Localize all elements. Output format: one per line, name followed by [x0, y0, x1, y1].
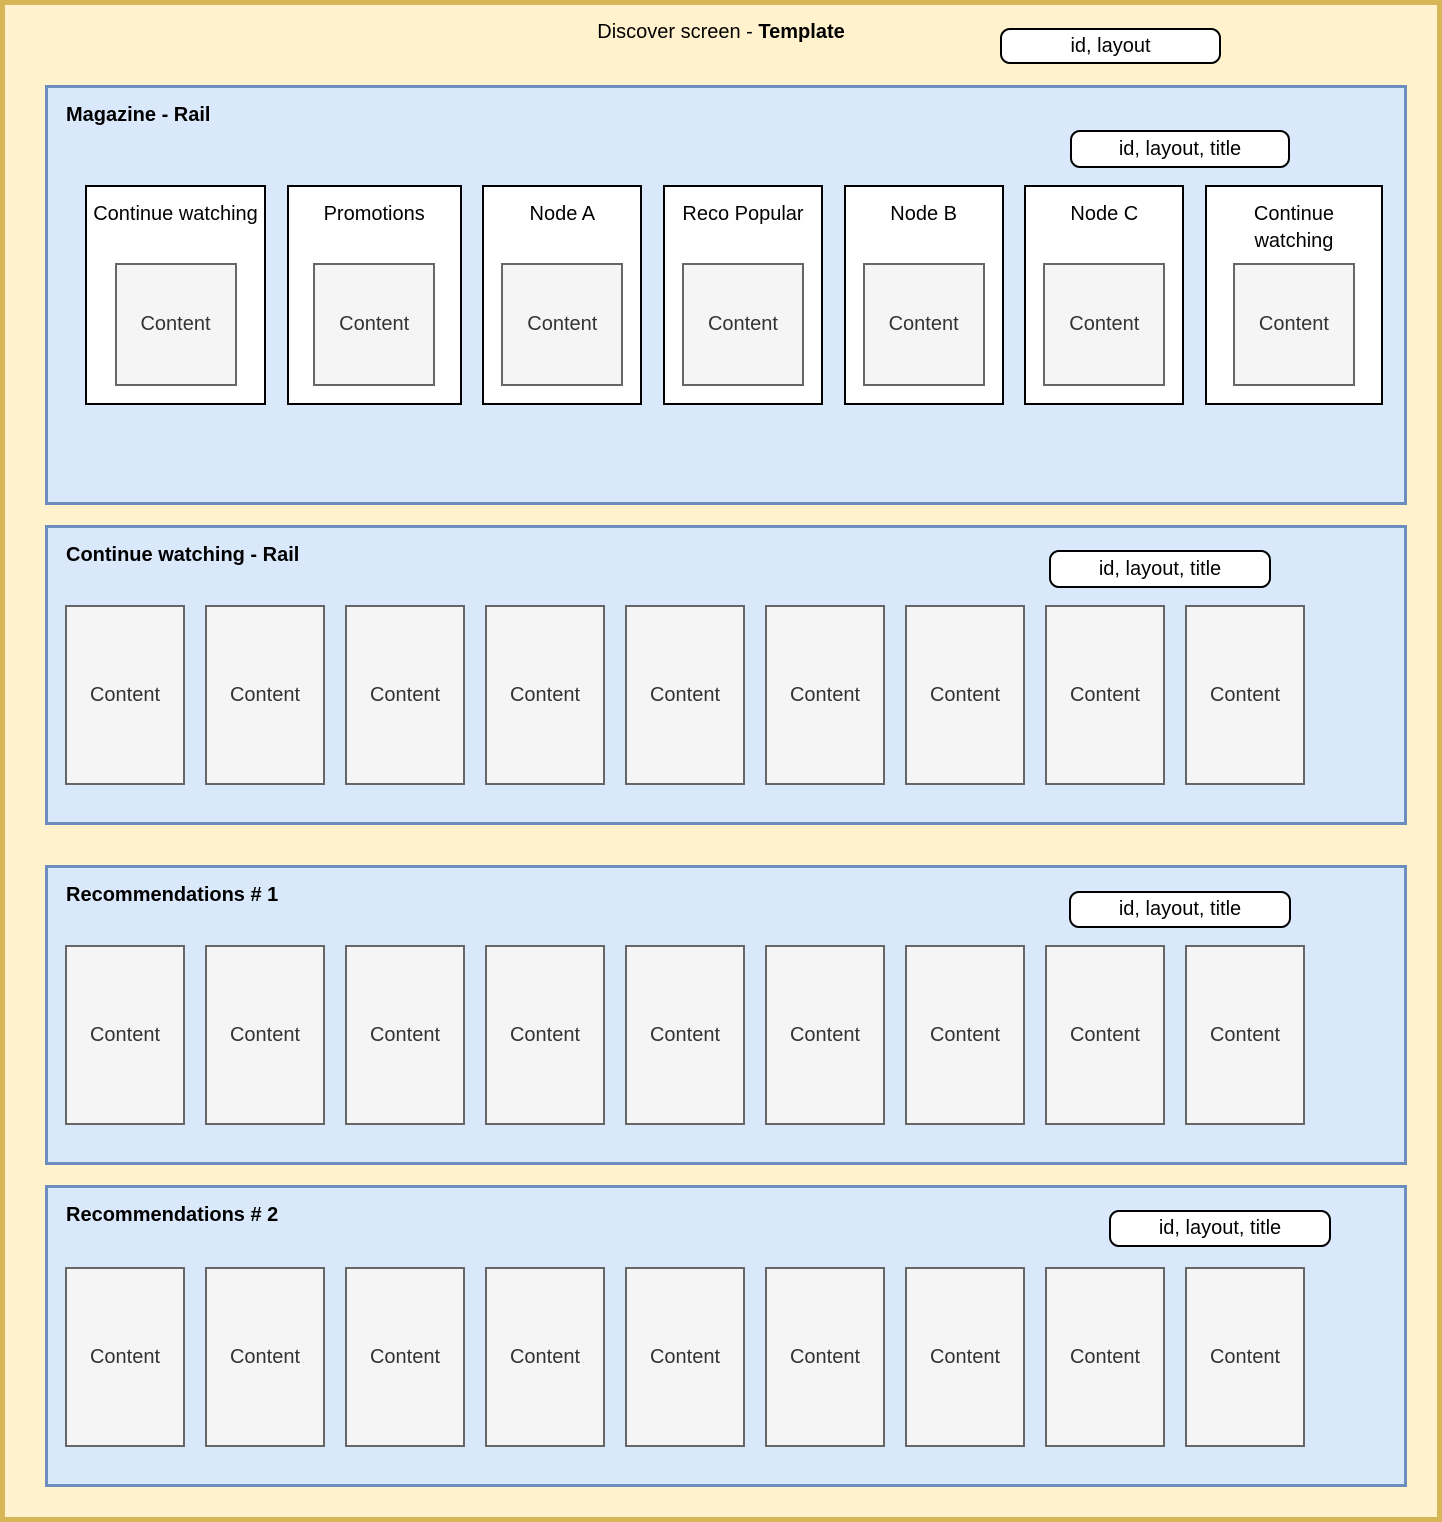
content-placeholder: Content	[205, 945, 325, 1125]
card-title: Reco Popular	[682, 203, 804, 225]
content-placeholder: Content	[681, 263, 804, 386]
content-placeholder: Content	[765, 945, 885, 1125]
content-placeholder: Content	[205, 605, 325, 785]
content-placeholder: Content	[1185, 945, 1305, 1125]
content-placeholder: Content	[625, 945, 745, 1125]
card-title: Node B	[890, 203, 957, 225]
section-title: Recommendations # 1	[66, 884, 279, 906]
section-title: Recommendations # 2	[66, 1204, 279, 1226]
card-title: Continue watching	[1253, 203, 1334, 252]
card-title: Node A	[529, 203, 596, 225]
content-placeholder: Content	[1045, 945, 1165, 1125]
section-recommendations-2: Recommendations # 2 id, layout, title Co…	[45, 1185, 1407, 1487]
header-metadata-pill: id, layout	[1000, 28, 1221, 64]
content-placeholder: Content	[345, 1267, 465, 1447]
metadata-pill: id, layout, title	[1069, 891, 1291, 928]
content-placeholder: Content	[765, 605, 885, 785]
content-placeholder: Content	[485, 605, 605, 785]
page-title-emphasis: Template	[758, 21, 845, 43]
card-title: Promotions	[323, 203, 425, 225]
content-placeholder: Content	[765, 1267, 885, 1447]
content-placeholder: Content	[625, 605, 745, 785]
content-placeholder: Content	[485, 945, 605, 1125]
content-placeholder: Content	[905, 1267, 1025, 1447]
magazine-card-continue-watching-2: Continue watching Content	[1204, 185, 1383, 405]
content-row: Content Content Content Content Content …	[65, 1267, 1305, 1447]
content-placeholder: Content	[65, 945, 185, 1125]
magazine-card-reco-popular: Reco Popular Content	[662, 185, 823, 405]
magazine-card-row: Continue watching Content Promotions Con…	[85, 185, 1383, 405]
content-placeholder: Content	[65, 1267, 185, 1447]
content-placeholder: Content	[313, 263, 436, 386]
content-placeholder: Content	[345, 605, 465, 785]
content-placeholder: Content	[501, 263, 624, 386]
content-placeholder: Content	[1185, 1267, 1305, 1447]
content-placeholder: Content	[905, 945, 1025, 1125]
content-placeholder: Content	[205, 1267, 325, 1447]
section-magazine-rail: Magazine - Rail id, layout, title Contin…	[45, 85, 1407, 505]
section-title: Continue watching - Rail	[66, 544, 300, 566]
content-placeholder: Content	[1045, 605, 1165, 785]
magazine-card-node-a: Node A Content	[482, 185, 643, 405]
content-row: Content Content Content Content Content …	[65, 605, 1305, 785]
content-placeholder: Content	[65, 605, 185, 785]
metadata-pill: id, layout, title	[1049, 550, 1271, 588]
metadata-pill: id, layout, title	[1070, 130, 1290, 168]
content-placeholder: Content	[905, 605, 1025, 785]
content-placeholder: Content	[1043, 263, 1166, 386]
content-placeholder: Content	[345, 945, 465, 1125]
card-title: Node C	[1070, 203, 1139, 225]
magazine-card-node-c: Node C Content	[1024, 185, 1185, 405]
magazine-card-node-b: Node B Content	[843, 185, 1004, 405]
section-title: Magazine - Rail	[66, 104, 211, 126]
content-placeholder: Content	[1045, 1267, 1165, 1447]
content-placeholder: Content	[1232, 263, 1355, 386]
section-recommendations-1: Recommendations # 1 id, layout, title Co…	[45, 865, 1407, 1165]
content-placeholder: Content	[625, 1267, 745, 1447]
magazine-card-continue-watching: Continue watching Content	[85, 185, 266, 405]
page-title-prefix: Discover screen -	[597, 21, 759, 43]
metadata-pill: id, layout, title	[1109, 1210, 1331, 1247]
content-placeholder: Content	[485, 1267, 605, 1447]
content-placeholder: Content	[1185, 605, 1305, 785]
magazine-card-promotions: Promotions Content	[286, 185, 462, 405]
section-continue-watching-rail: Continue watching - Rail id, layout, tit…	[45, 525, 1407, 825]
page-title: Discover screen - Template	[5, 21, 1437, 44]
content-placeholder: Content	[862, 263, 985, 386]
content-placeholder: Content	[114, 263, 237, 386]
card-title: Continue watching	[93, 203, 258, 225]
content-row: Content Content Content Content Content …	[65, 945, 1305, 1125]
